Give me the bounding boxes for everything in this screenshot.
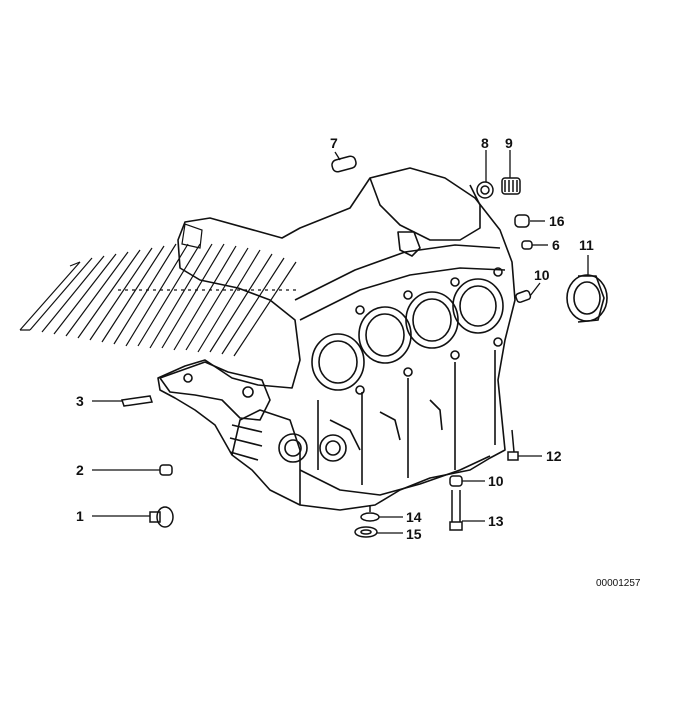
- callout-16: 16: [549, 213, 565, 229]
- seal-ring-part-11: [566, 274, 608, 323]
- callout-7: 7: [330, 135, 338, 151]
- callout-11: 11: [579, 237, 594, 253]
- callout-1: 1: [76, 508, 84, 524]
- callout-3: 3: [76, 393, 84, 409]
- callout-15: 15: [406, 526, 422, 542]
- callout-9: 9: [505, 135, 513, 151]
- leader-lines: [92, 150, 589, 534]
- callout-6: 6: [552, 237, 560, 253]
- cooling-fins: [19, 223, 300, 357]
- small-parts: [121, 155, 533, 538]
- callout-10-upper: 10: [534, 267, 550, 283]
- callout-12: 12: [546, 448, 562, 464]
- callout-2: 2: [76, 462, 84, 478]
- diagram-reference-code: 00001257: [596, 578, 641, 589]
- callout-10-lower: 10: [488, 473, 504, 489]
- crankcase-body: [157, 167, 516, 511]
- callout-labels: 3 2 1 7 8 9 16 6 10 11 12 10 13 14 15: [76, 135, 594, 542]
- callout-14: 14: [406, 509, 422, 525]
- callout-8: 8: [481, 135, 489, 151]
- callout-13: 13: [488, 513, 504, 529]
